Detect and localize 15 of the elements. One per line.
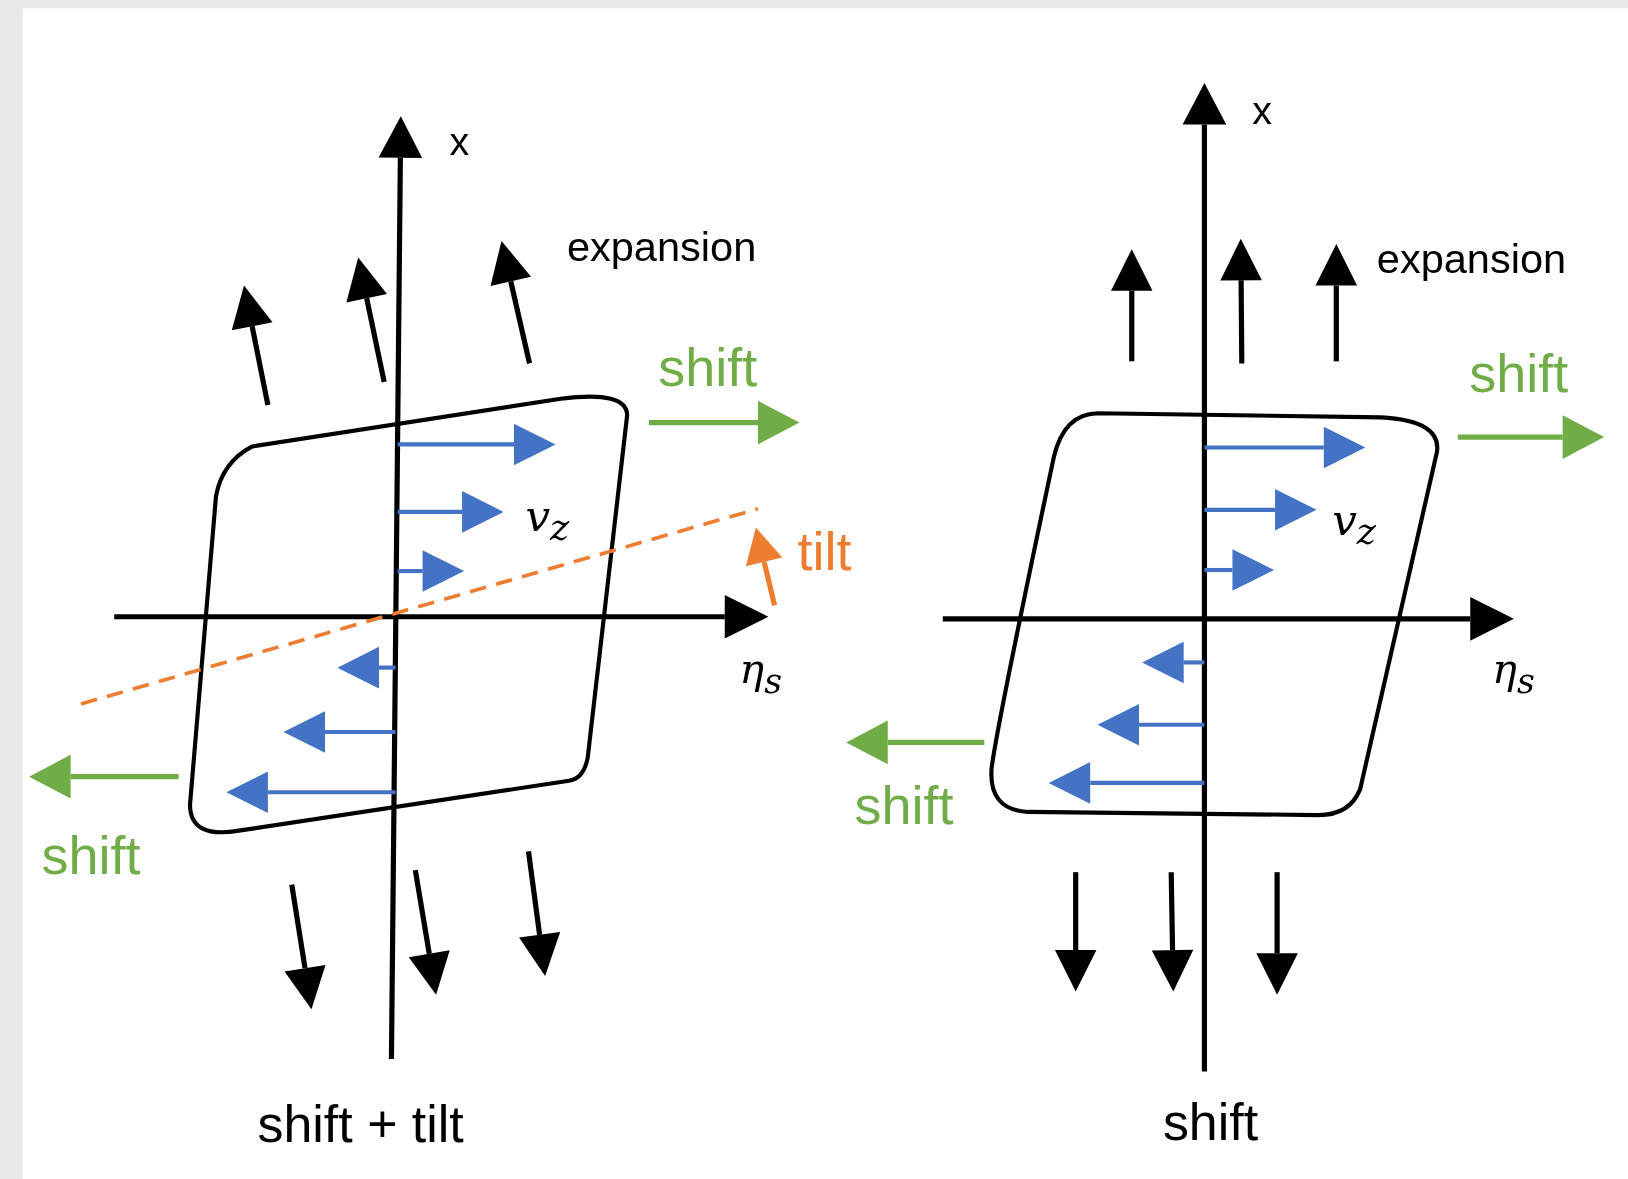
math-label: v$_{z}$ (525, 494, 570, 547)
math-label: η$_{s}$ (1492, 647, 1535, 699)
annotation-label: expansion (566, 225, 757, 267)
axis-label: x (1252, 90, 1272, 130)
axis-label: x (449, 121, 470, 161)
annotation-label: expansion (1376, 237, 1567, 280)
math-label: v$_{z}$ (1332, 498, 1376, 551)
panel-caption: shift + tilt (257, 1098, 464, 1151)
annotation-label: shift (1469, 346, 1569, 401)
annotation-label: shift (854, 778, 954, 833)
annotation-label: shift (41, 828, 141, 883)
math-label: η$_{s}$ (739, 647, 782, 699)
annotation-label: tilt (797, 524, 852, 579)
annotation-label: shift (658, 340, 758, 395)
panel-caption: shift (1162, 1096, 1259, 1149)
